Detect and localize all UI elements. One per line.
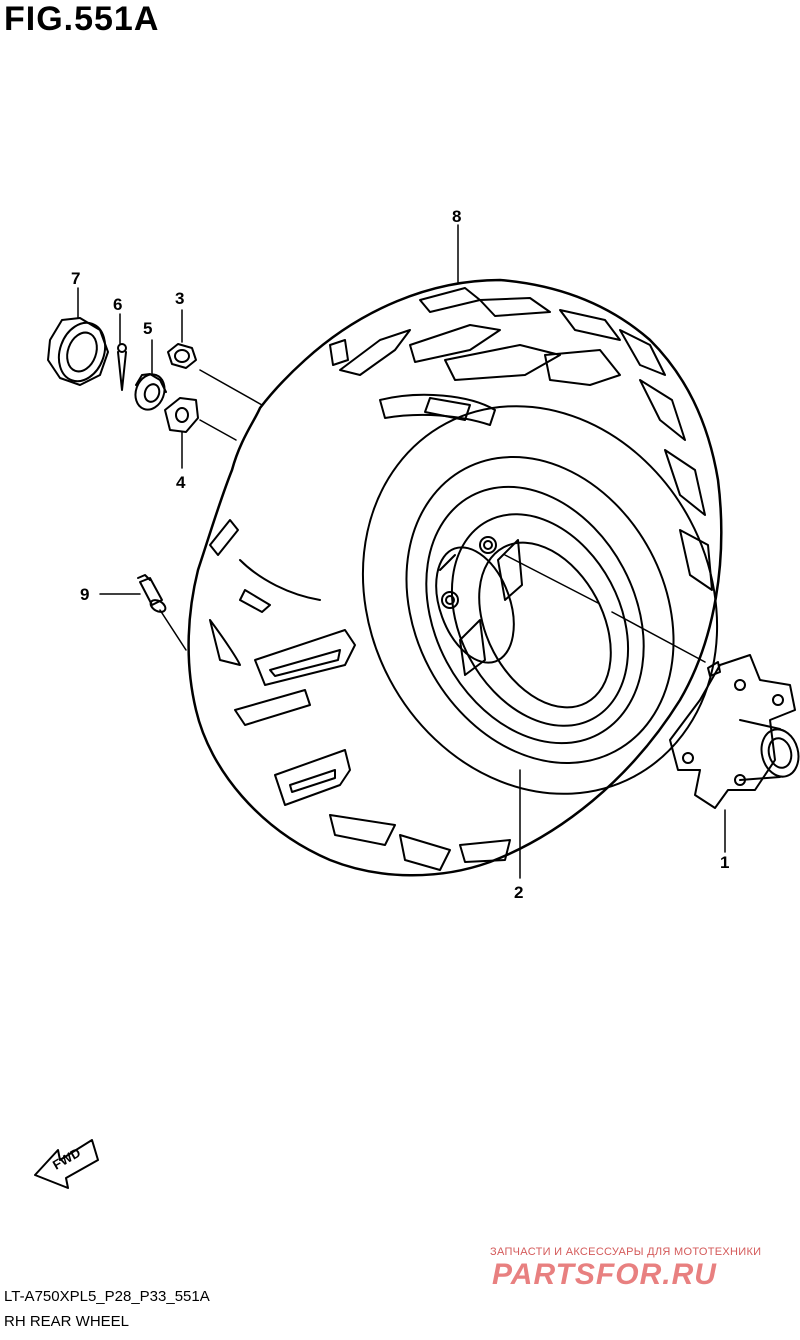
cap-drawing <box>47 317 109 386</box>
callout-8: 8 <box>452 207 461 226</box>
callout-9: 9 <box>80 585 89 604</box>
callout-2: 2 <box>514 883 523 902</box>
nut-drawing <box>167 343 197 369</box>
callout-6: 6 <box>113 295 122 314</box>
callout-3: 3 <box>175 289 184 308</box>
leader-lines <box>77 224 726 879</box>
hub-drawing <box>669 654 800 809</box>
callout-1: 1 <box>720 853 729 872</box>
callout-5: 5 <box>143 319 152 338</box>
watermark-tagline: ЗАПЧАСТИ И АКСЕССУАРЫ ДЛЯ МОТОТЕХНИКИ <box>490 1246 762 1258</box>
figure-title: FIG.551A <box>4 0 160 38</box>
rim-drawing <box>425 485 645 745</box>
valve-drawing <box>137 574 167 613</box>
castle-nut-drawing <box>134 373 167 411</box>
diagram-code: LT-A750XPL5_P28_P33_551A <box>4 1288 210 1305</box>
callout-4: 4 <box>176 473 186 492</box>
tire-drawing <box>187 278 723 877</box>
diagram-caption: RH REAR WHEEL <box>4 1313 130 1330</box>
watermark-logo: PARTSFOR.RU <box>492 1258 717 1291</box>
cotter-pin-drawing <box>117 343 127 391</box>
washer-drawing <box>164 397 199 433</box>
callout-7: 7 <box>71 269 80 288</box>
fwd-arrow-icon <box>34 1139 99 1189</box>
